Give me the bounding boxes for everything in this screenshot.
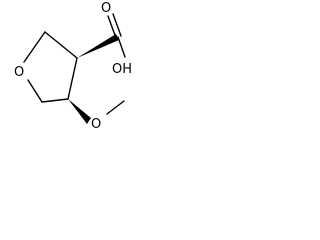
carbonyl-bond-b	[112, 13, 122, 37]
ring-bond-o1-c2	[23, 31, 46, 63]
ring-bond-c5-o1	[27, 79, 43, 103]
acid-oh-bond	[117, 36, 126, 58]
carbonyl-oxygen-label: O	[101, 1, 111, 16]
ring-bond-c4-c5	[41, 98, 69, 103]
hydroxyl-label: OH	[112, 62, 132, 77]
ring-oxygen-label: O	[14, 65, 24, 80]
wedge-bond-c4-methoxy	[68, 99, 91, 124]
ring-bond-c2-c3	[44, 31, 78, 59]
structure-canvas: O O OH O	[0, 0, 158, 144]
ring-bond-c3-c4	[67, 57, 78, 100]
methoxy-methyl-bond	[106, 100, 125, 115]
molecule-diagram: O O OH O	[14, 1, 132, 132]
methoxy-oxygen-label: O	[91, 117, 101, 132]
carbonyl-bond-a	[107, 15, 117, 39]
wedge-bond-c3-carboxyl	[77, 34, 119, 58]
